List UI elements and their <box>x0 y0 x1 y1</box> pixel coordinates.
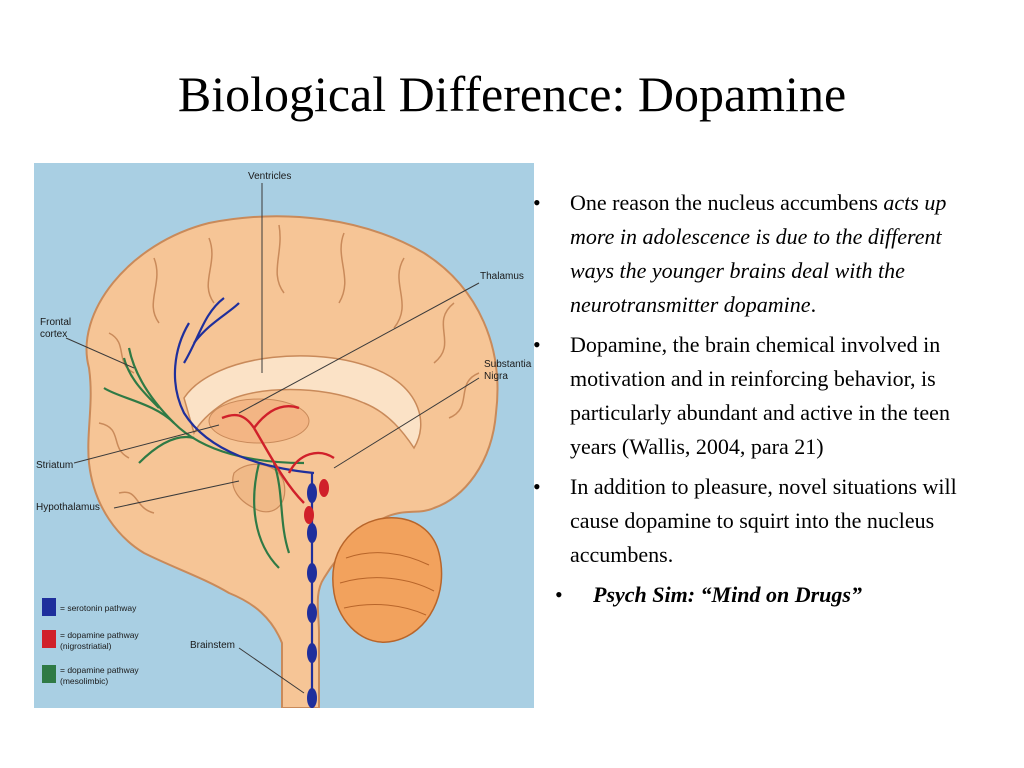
label-frontal: Frontal <box>40 317 71 328</box>
nigrostriatal-pathway <box>221 405 335 504</box>
label-brainstem: Brainstem <box>190 640 235 651</box>
legend-swatch-serotonin <box>42 598 56 616</box>
bullet-marker: • <box>533 332 541 357</box>
label-ventricles: Ventricles <box>248 171 291 182</box>
cerebellum-folds <box>339 552 435 616</box>
label-cortex: cortex <box>40 329 67 340</box>
legend-serotonin: = serotonin pathway <box>60 603 137 613</box>
bullet-item-nucleus-accumbens: • One reason the nucleus accumbens acts … <box>533 186 973 322</box>
bullet-marker: • <box>555 582 563 607</box>
legend-dopamine-meso-1: = dopamine pathway <box>60 665 139 675</box>
slide-title: Biological Difference: Dopamine <box>177 66 847 122</box>
bullet-1-text-start: One reason the nucleus accumbens <box>570 190 884 215</box>
label-nigra: Nigra <box>484 371 508 382</box>
legend-swatch-nigrostriatal <box>42 630 56 648</box>
brain-diagram: Ventricles Thalamus Frontal cortex Subst… <box>34 163 534 708</box>
mesolimbic-pathway <box>103 347 305 569</box>
legend-dopamine-meso-2: (mesolimbic) <box>60 676 108 686</box>
cerebellum <box>332 516 443 643</box>
serotonin-nodes <box>307 483 317 708</box>
bullet-1-text-end: . <box>810 292 817 317</box>
legend-dopamine-nigro-1: = dopamine pathway <box>60 630 139 640</box>
label-substantia: Substantia <box>484 359 532 370</box>
brain-diagram-svg: Ventricles Thalamus Frontal cortex Subst… <box>34 163 534 708</box>
label-thalamus: Thalamus <box>480 271 524 282</box>
bullet-item-novel-situations: • In addition to pleasure, novel situati… <box>533 470 973 572</box>
corpus-callosum <box>183 355 422 450</box>
bullet-marker: • <box>533 190 541 215</box>
label-striatum: Striatum <box>36 460 73 471</box>
bullet-2-text: Dopamine, the brain chemical involved in… <box>570 332 950 459</box>
label-hypothalamus: Hypothalamus <box>36 502 100 513</box>
bullet-3-text: In addition to pleasure, novel situation… <box>570 474 957 567</box>
leader-lines <box>65 183 480 694</box>
legend-swatch-mesolimbic <box>42 665 56 683</box>
legend-dopamine-nigro-2: (nigrostriatial) <box>60 641 112 651</box>
hypothalamus-region <box>232 463 286 513</box>
bullet-item-dopamine-chemical: • Dopamine, the brain chemical involved … <box>533 328 973 464</box>
bullet-4-text: Psych Sim: “Mind on Drugs” <box>593 582 862 607</box>
bullet-list: • One reason the nucleus accumbens acts … <box>533 186 973 618</box>
bullet-1-text-italic: acts up more in adolescence is due to th… <box>570 190 947 317</box>
bullet-item-psych-sim: • Psych Sim: “Mind on Drugs” <box>533 578 973 612</box>
nigrostriatal-nodes <box>304 479 329 524</box>
bullet-marker: • <box>533 474 541 499</box>
